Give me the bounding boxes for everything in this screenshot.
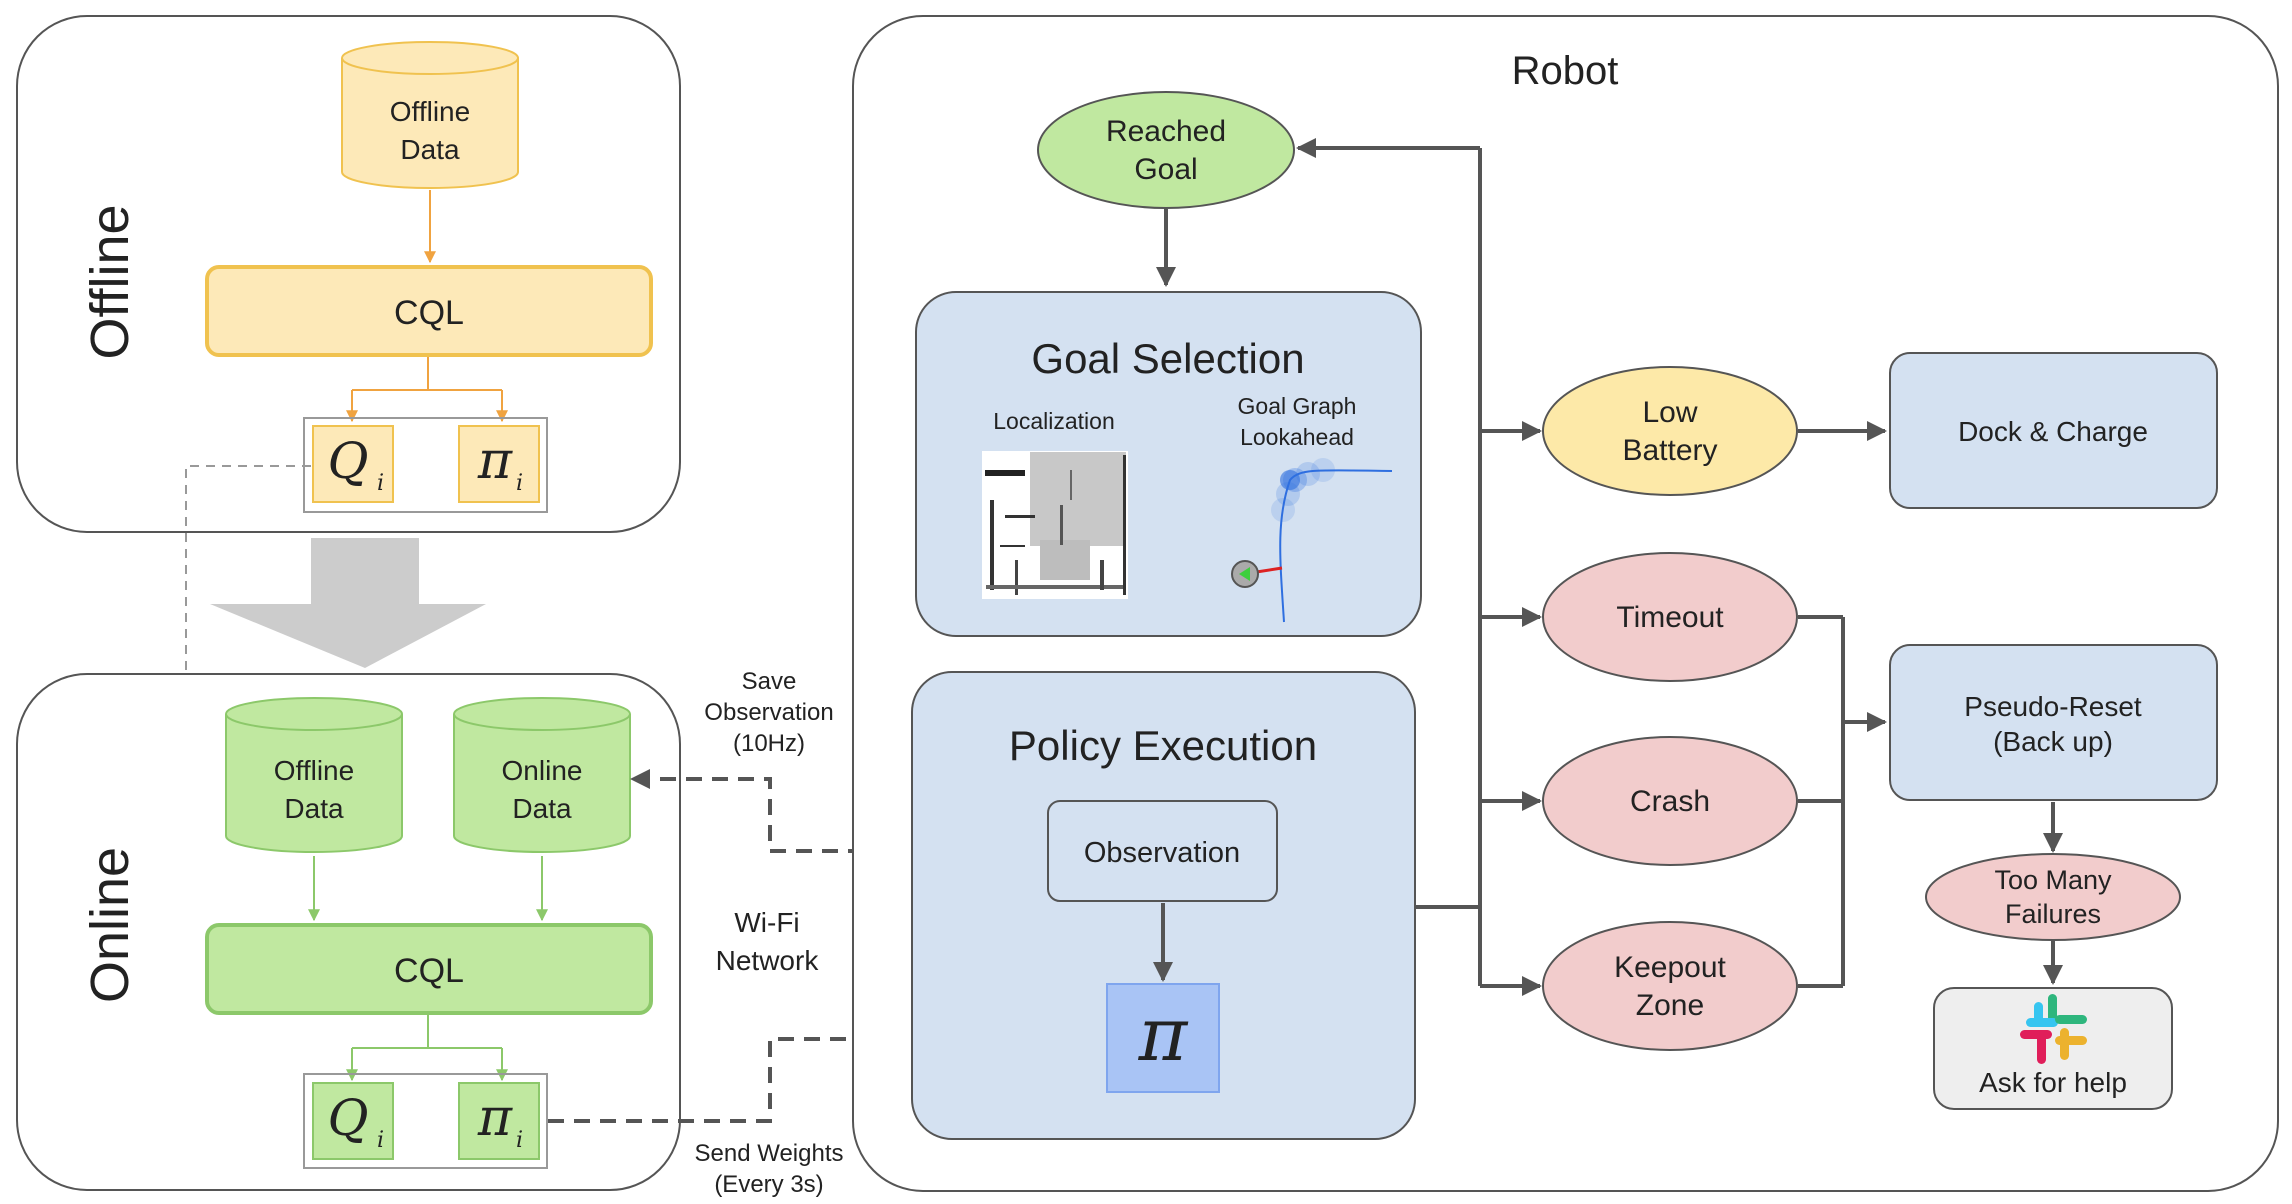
svg-text:(Every 3s): (Every 3s) bbox=[714, 1171, 823, 1198]
svg-text:Save: Save bbox=[742, 668, 797, 695]
online-data-store: Online Data bbox=[453, 697, 631, 853]
offline-pi-symbol: π bbox=[477, 431, 513, 491]
online-data-label-1: Online bbox=[502, 755, 583, 786]
svg-text:Battery: Battery bbox=[1622, 434, 1717, 467]
svg-text:Pseudo-Reset: Pseudo-Reset bbox=[1964, 691, 2142, 722]
goal-selection-title: Goal Selection bbox=[1031, 335, 1304, 382]
send-weights-label: Send Weights (Every 3s) bbox=[695, 1140, 844, 1198]
online-q-box: Q i bbox=[312, 1082, 394, 1160]
goal-selection-box: Goal Selection Localization Goal Graph L… bbox=[915, 291, 1422, 637]
ask-for-help-box: Ask for help bbox=[1933, 987, 2173, 1110]
online-panel: Online Offline Data Online Data CQL Q i bbox=[16, 673, 681, 1191]
svg-text:Network: Network bbox=[716, 945, 820, 976]
offline-q-symbol: Q bbox=[328, 432, 369, 490]
wifi-network-label: Wi-Fi Network bbox=[716, 907, 820, 976]
svg-text:Timeout: Timeout bbox=[1616, 601, 1724, 634]
svg-text:Goal: Goal bbox=[1134, 153, 1197, 186]
offline-pi-box: π i bbox=[458, 425, 540, 503]
online-cql-box: CQL bbox=[205, 923, 653, 1015]
goal-graph-label-1: Goal Graph bbox=[1238, 393, 1357, 419]
slack-icon bbox=[2020, 994, 2087, 1064]
offline-cql-box: CQL bbox=[205, 265, 653, 357]
svg-text:Observation: Observation bbox=[704, 699, 833, 726]
observation-box: Observation bbox=[1047, 800, 1278, 902]
crash-node: Crash bbox=[1542, 736, 1798, 866]
save-observation-label: Save Observation (10Hz) bbox=[704, 668, 833, 757]
svg-text:Failures: Failures bbox=[2005, 899, 2101, 929]
robot-title: Robot bbox=[1512, 49, 1619, 93]
svg-text:Too Many: Too Many bbox=[1994, 865, 2112, 895]
policy-pi-symbol: π bbox=[1138, 992, 1189, 1078]
online-cql-label: CQL bbox=[394, 952, 464, 990]
localization-label: Localization bbox=[993, 408, 1114, 434]
svg-text:Observation: Observation bbox=[1084, 837, 1240, 869]
svg-text:Zone: Zone bbox=[1636, 989, 1704, 1022]
offline-q-box: Q i bbox=[312, 425, 394, 503]
online-data-label-2: Data bbox=[512, 793, 572, 824]
low-battery-node: Low Battery bbox=[1542, 366, 1798, 496]
svg-text:Low: Low bbox=[1642, 396, 1697, 429]
offline-cql-label: CQL bbox=[394, 294, 464, 332]
keepout-zone-node: Keepout Zone bbox=[1542, 921, 1798, 1051]
svg-text:Wi-Fi: Wi-Fi bbox=[734, 907, 799, 938]
policy-pi-box: π bbox=[1106, 983, 1220, 1093]
pseudo-reset-box: Pseudo-Reset (Back up) bbox=[1889, 644, 2218, 801]
online-params-frame bbox=[303, 1073, 548, 1169]
policy-output-trunk bbox=[1416, 148, 1482, 986]
online-q-subscript: i bbox=[377, 1128, 384, 1153]
online-offline-data-label-2: Data bbox=[284, 793, 344, 824]
offline-data-store: Offline Data bbox=[341, 41, 519, 189]
too-many-failures-node: Too Many Failures bbox=[1925, 853, 2181, 941]
online-pi-subscript: i bbox=[516, 1128, 523, 1153]
svg-text:Keepout: Keepout bbox=[1614, 951, 1726, 984]
online-side-label: Online bbox=[80, 847, 140, 1003]
svg-text:Reached: Reached bbox=[1106, 115, 1226, 148]
dock-charge-box: Dock & Charge bbox=[1889, 352, 2218, 509]
online-pi-symbol: π bbox=[477, 1088, 513, 1148]
online-q-symbol: Q bbox=[328, 1089, 369, 1147]
svg-text:Crash: Crash bbox=[1630, 785, 1710, 818]
online-pi-box: π i bbox=[458, 1082, 540, 1160]
online-offline-data-label-1: Offline bbox=[274, 755, 354, 786]
offline-side-label: Offline bbox=[80, 204, 140, 359]
failure-merge-lines bbox=[1798, 615, 1845, 988]
policy-execution-title: Policy Execution bbox=[1009, 722, 1317, 769]
offline-to-online-arrow bbox=[210, 538, 486, 668]
svg-text:(Back up): (Back up) bbox=[1993, 726, 2113, 757]
offline-data-label-2: Data bbox=[400, 134, 460, 165]
svg-text:Send Weights: Send Weights bbox=[695, 1140, 844, 1167]
svg-text:Dock & Charge: Dock & Charge bbox=[1958, 416, 2148, 447]
robot-panel: Robot Reached Goal Goal Selection Locali… bbox=[852, 15, 2279, 1192]
goal-graph-image bbox=[1231, 458, 1393, 623]
offline-panel: Offline Offline Data CQL Q i π i bbox=[16, 15, 681, 533]
localization-map-image bbox=[982, 451, 1128, 599]
timeout-node: Timeout bbox=[1542, 552, 1798, 682]
svg-text:(10Hz): (10Hz) bbox=[733, 730, 805, 757]
online-offline-data-store: Offline Data bbox=[225, 697, 403, 853]
reached-goal-node: Reached Goal bbox=[1037, 91, 1295, 209]
offline-pi-subscript: i bbox=[516, 471, 523, 496]
offline-q-subscript: i bbox=[377, 471, 384, 496]
offline-data-label-1: Offline bbox=[390, 96, 470, 127]
goal-graph-label-2: Lookahead bbox=[1240, 424, 1354, 450]
svg-text:Ask for help: Ask for help bbox=[1979, 1067, 2127, 1098]
